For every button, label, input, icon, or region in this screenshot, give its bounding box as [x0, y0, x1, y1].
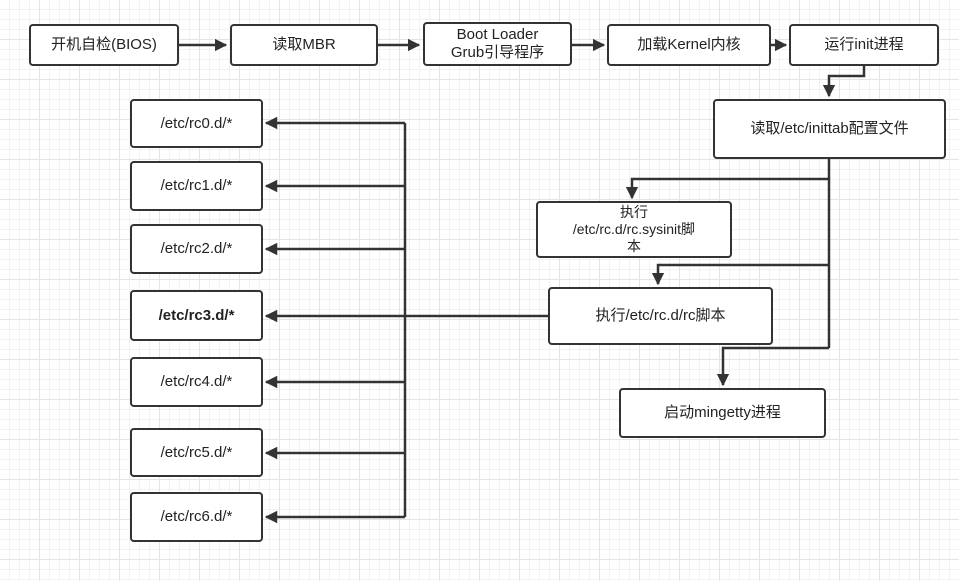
node-start-mingetty: 启动mingetty进程 [619, 388, 826, 438]
connector-init-to-inittab [822, 66, 866, 98]
node-rc1-dir: /etc/rc1.d/* [130, 161, 263, 211]
connector-to-rc-script [651, 263, 829, 286]
node-run-sysinit: 执行 /etc/rc.d/rc.sysinit脚 本 [536, 201, 732, 258]
node-boot-loader: Boot Loader Grub引导程序 [423, 22, 572, 66]
node-run-init: 运行init进程 [789, 24, 939, 66]
node-load-kernel: 加载Kernel内核 [607, 24, 771, 66]
node-rc4-dir: /etc/rc4.d/* [130, 357, 263, 407]
node-rc6-dir: /etc/rc6.d/* [130, 492, 263, 542]
node-run-rc-script: 执行/etc/rc.d/rc脚本 [548, 287, 773, 345]
node-rc3-dir: /etc/rc3.d/* [130, 290, 263, 341]
node-rc5-dir: /etc/rc5.d/* [130, 428, 263, 477]
node-power-on-bios: 开机自检(BIOS) [29, 24, 179, 66]
node-read-inittab: 读取/etc/inittab配置文件 [713, 99, 946, 159]
node-read-mbr: 读取MBR [230, 24, 378, 66]
node-rc2-dir: /etc/rc2.d/* [130, 224, 263, 274]
node-rc0-dir: /etc/rc0.d/* [130, 99, 263, 148]
connector-to-sysinit [625, 177, 829, 200]
connector-to-mingetty [716, 346, 829, 387]
